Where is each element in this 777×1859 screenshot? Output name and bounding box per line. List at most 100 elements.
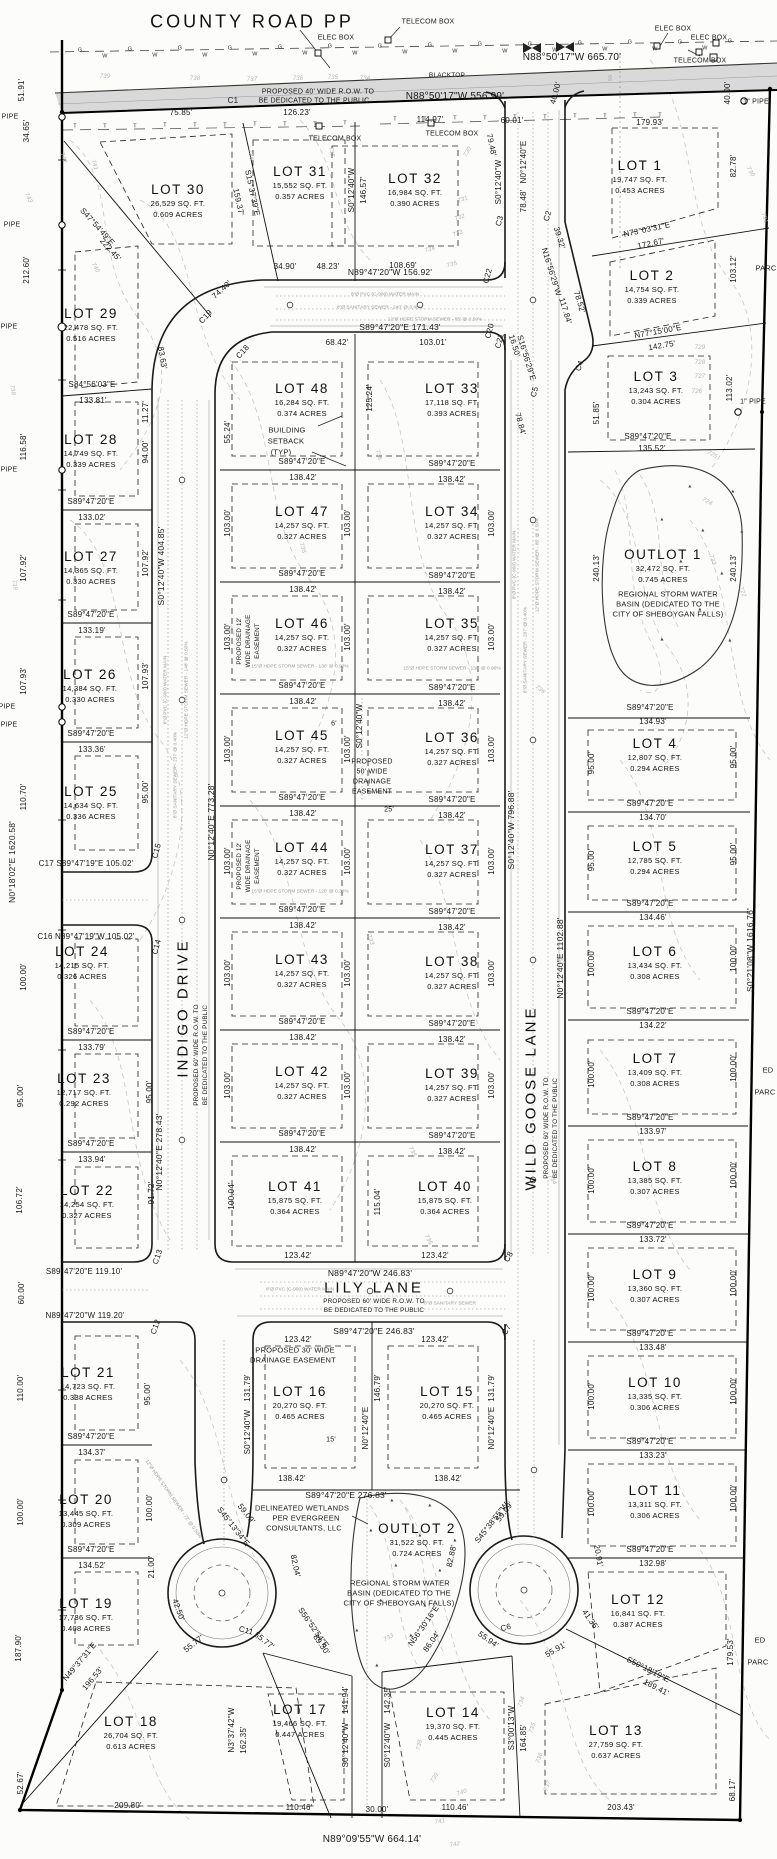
lot-area-acres: 0.613 ACRES bbox=[106, 1741, 156, 1751]
lot-area-sqft: 13,445 SQ. FT. bbox=[58, 1509, 114, 1518]
dimension-label: 68.42' bbox=[325, 338, 349, 347]
dimension-label: 103.00' bbox=[487, 509, 496, 537]
dimension-label: 125.24' bbox=[365, 384, 374, 412]
dimension-label: S0°12'40"W 404.85' bbox=[155, 526, 166, 606]
corner-dots bbox=[17, 86, 773, 1823]
dimension-label: 95.00' bbox=[587, 751, 596, 775]
dimension-label: 103.00' bbox=[223, 847, 232, 875]
dimension-label: N89°47'20"W 156.92' bbox=[347, 266, 433, 277]
lot-area-acres: 0.294 ACRES bbox=[630, 866, 680, 876]
lot-number: LOT 30 bbox=[151, 182, 205, 197]
dimension-label: 110.00' bbox=[16, 1374, 25, 1402]
dimension-label: 103.00' bbox=[343, 847, 352, 875]
dimension-label: S89°47'20"E bbox=[67, 1432, 115, 1441]
lot-number: LOT 31 bbox=[273, 164, 327, 179]
dimension-label: G bbox=[227, 45, 233, 52]
dimension-label: T bbox=[393, 116, 397, 123]
dimension-label: 107.92' bbox=[141, 549, 150, 577]
dimension-label: S89°47'20"E bbox=[428, 571, 476, 580]
dimension-label: 103.00' bbox=[487, 623, 496, 651]
dimension-label: 107.93' bbox=[141, 662, 150, 690]
lot-area-acres: 0.326 ACRES bbox=[57, 971, 107, 981]
dimension-label: G bbox=[327, 43, 333, 50]
lot-number: LOT 1 bbox=[617, 158, 663, 173]
lot-area-acres: 0.445 ACRES bbox=[428, 1732, 478, 1742]
dimension-label: 138.42' bbox=[289, 585, 317, 594]
lot-area-sqft: 13,434 SQ. FT. bbox=[627, 961, 683, 970]
dimension-label: 103.00' bbox=[343, 623, 352, 651]
dimension-label: S0°12'40"W bbox=[243, 1409, 252, 1455]
dimension-label: 34.65' bbox=[22, 119, 31, 143]
dimension-label: 133.94' bbox=[78, 1155, 106, 1164]
dimension-label: G bbox=[277, 44, 283, 51]
contour-label: 729 bbox=[694, 345, 706, 351]
dimension-label: PIPE bbox=[3, 221, 21, 229]
dimension-label: W bbox=[702, 45, 708, 52]
lot-number: LOT 18 bbox=[104, 1714, 158, 1729]
dimension-label: T bbox=[513, 114, 517, 121]
utility-lines bbox=[62, 112, 549, 1815]
dimension-label: S89°47'20"E bbox=[67, 1027, 115, 1036]
dimension-label: TELECOM BOX bbox=[673, 57, 727, 65]
dimension-label: N3°37'42"W bbox=[227, 1707, 236, 1753]
wetland-marker: ▲ bbox=[368, 1527, 374, 1534]
dimension-label: S89°47'20"E bbox=[428, 459, 476, 468]
lot-area-acres: 0.393 ACRES bbox=[427, 408, 477, 418]
dimension-label: 114.97' bbox=[416, 115, 444, 124]
dimension-label: 1" PIPE bbox=[743, 98, 769, 106]
dimension-label: REGIONAL STORM WATER bbox=[618, 589, 718, 599]
dimension-label: 138.42' bbox=[289, 1033, 317, 1042]
lot-area-acres: 0.309 ACRES bbox=[61, 1519, 111, 1529]
contour-label: 727 bbox=[694, 374, 706, 380]
dimension-label: PARC bbox=[747, 1657, 769, 1667]
wetland-marker: ▲ bbox=[697, 606, 703, 613]
dimension-label: 164.85' bbox=[519, 1724, 528, 1752]
dimension-label: 110.70' bbox=[19, 783, 28, 811]
lot-number: LOT 15 bbox=[420, 1384, 474, 1399]
dimension-label: WIDE DRAINAGE bbox=[244, 614, 252, 668]
lot-area-sqft: 14,384 SQ. FT. bbox=[62, 684, 118, 693]
lot-area-sqft: 14,257 SQ. FT. bbox=[424, 633, 480, 642]
wetland-marker: ▲ bbox=[739, 528, 745, 535]
dimension-label: 108.69' bbox=[389, 261, 417, 270]
wetland-marker: ▲ bbox=[427, 1502, 433, 1509]
dimension-label: 95.00' bbox=[729, 842, 738, 866]
lot-number: LOT 37 bbox=[425, 842, 479, 857]
lot-area-sqft: 14,257 SQ. FT. bbox=[274, 521, 330, 530]
lot-area-acres: 0.453 ACRES bbox=[615, 185, 665, 195]
lot-number: LOT 32 bbox=[388, 171, 442, 186]
lot-number: LOT 20 bbox=[59, 1492, 113, 1507]
dimension-label: 68.17' bbox=[728, 1778, 737, 1802]
dimension-label: 133.97' bbox=[639, 1127, 667, 1136]
dimension-label: N0°12'40"E bbox=[487, 1406, 496, 1450]
lot-area-acres: 0.308 ACRES bbox=[630, 1078, 680, 1088]
lot-area-sqft: 19,370 SQ. FT. bbox=[425, 1722, 481, 1731]
lot-number: LOT 33 bbox=[425, 381, 479, 396]
dimension-label: 100.00' bbox=[587, 1166, 596, 1194]
dimension-label: 162.35' bbox=[239, 1726, 248, 1754]
lot-area-acres: 0.327 ACRES bbox=[427, 531, 477, 541]
dimension-label: 138.42' bbox=[438, 923, 466, 932]
lot-number: LOT 47 bbox=[275, 504, 329, 519]
dimension-label: S89°47'20"E bbox=[278, 457, 326, 466]
dimension-label: 103.00' bbox=[223, 959, 232, 987]
lot-number: LOT 23 bbox=[57, 1071, 111, 1086]
wetland-marker: ▲ bbox=[452, 1537, 458, 1544]
dimension-label: 134.22' bbox=[639, 1021, 667, 1030]
lot-area-sqft: 17,118 SQ. FT. bbox=[424, 398, 480, 407]
dimension-label: S89°47'20"E bbox=[626, 1221, 674, 1230]
dimension-label: C16 N89°47'19"W 105.02' bbox=[37, 932, 135, 941]
lot-number: LOT 14 bbox=[426, 1705, 480, 1720]
lot-area-sqft: 14,257 SQ. FT. bbox=[274, 633, 330, 642]
lot-number: LOT 16 bbox=[273, 1384, 327, 1399]
lot-area-acres: 0.357 ACRES bbox=[275, 191, 325, 201]
dimension-label: SS bbox=[608, 74, 614, 82]
